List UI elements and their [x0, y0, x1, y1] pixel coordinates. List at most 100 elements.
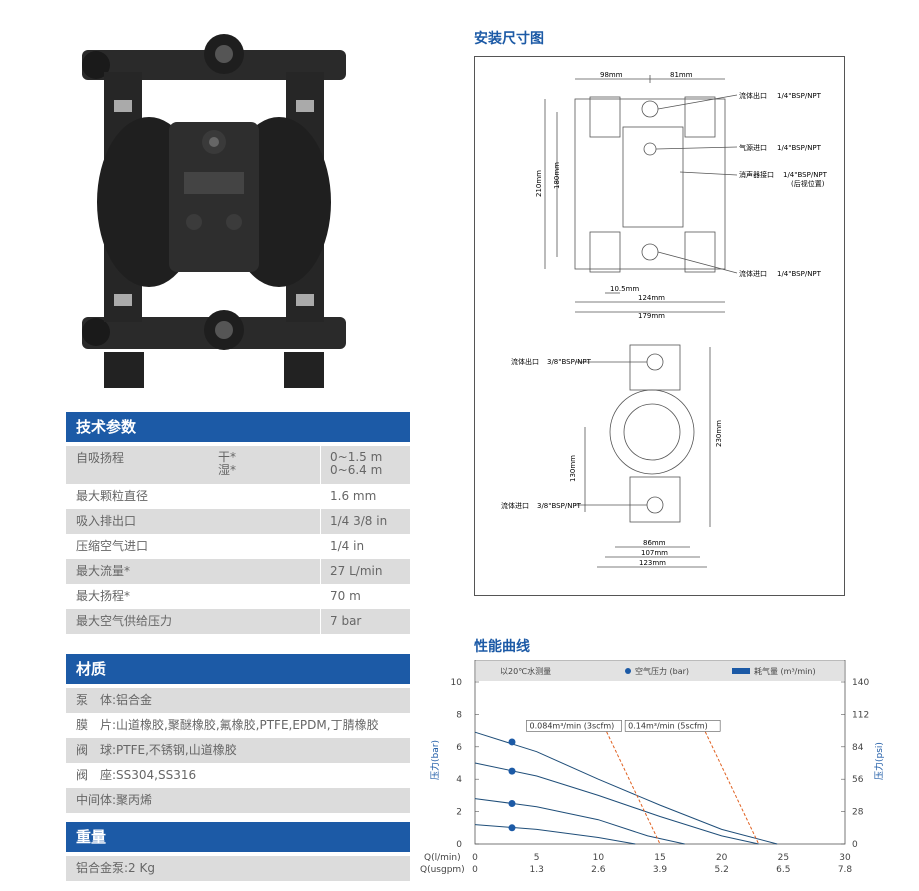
callout-fluid-out: 流体出口 — [739, 91, 767, 100]
dim-10-5: 10.5mm — [610, 285, 639, 293]
spec-label: 最大扬程* — [76, 589, 131, 603]
chart-note: 以20℃水测量 — [500, 666, 551, 676]
x-tick-usgpm: 0 — [472, 865, 478, 875]
spec-row: 最大扬程*70 m — [66, 584, 410, 609]
y-right-tick: 56 — [852, 775, 864, 785]
spec-row: 压缩空气进口 1/4 in — [66, 534, 410, 559]
performance-chart: 以20℃水测量 空气压力 (bar) 耗气量 (m³/min) 压力(bar) … — [420, 660, 885, 875]
callout-fluid-in-spec: 1/4"BSP/NPT — [777, 270, 822, 278]
y-right-tick: 140 — [852, 678, 869, 688]
callout-fluid-in-38: 流体进口 — [501, 501, 529, 510]
spec-label: 最大流量* — [76, 564, 131, 578]
legend-air-dot — [625, 668, 631, 674]
x-tick-usgpm: 7.8 — [838, 865, 853, 875]
y-right-tick: 84 — [852, 743, 864, 753]
material-item: 泵 体:铝合金 — [66, 688, 410, 713]
y-right-label: 压力(psi) — [873, 742, 885, 780]
spec-value: 7 bar — [330, 614, 362, 628]
y-left-tick: 8 — [456, 710, 462, 720]
legend-air-label: 空气压力 (bar) — [635, 666, 689, 676]
callout-fluid-out-38: 流体出口 — [511, 357, 539, 366]
spec-row: 最大流量* 27 L/min — [66, 559, 410, 584]
callout-fluid-out-38-spec: 3/8"BSP/NPT — [547, 358, 592, 366]
legend-consumption-bar — [732, 668, 750, 674]
material-item: 阀 座:SS304,SS316 — [76, 768, 197, 782]
spec-label: 吸入排出口 — [76, 514, 137, 528]
spec-dry-label: 干* — [218, 450, 237, 464]
install-title: 安装尺寸图 — [474, 31, 544, 47]
material-item: 中间体:聚丙烯 — [66, 788, 410, 813]
spec-value: 1/4 3/8 in — [330, 514, 388, 528]
dim-124: 124mm — [638, 294, 665, 302]
plot-frame — [474, 660, 846, 845]
callout-air-in-spec: 1/4"BSP/NPT — [777, 144, 822, 152]
materials-list: 泵 体:铝合金 膜 片:山道橡胶,聚醚橡胶,氟橡胶,PTFE,EPDM,丁腈橡胶… — [66, 688, 410, 813]
callout-fluid-in-38-spec: 3/8"BSP/NPT — [537, 502, 582, 510]
x-label-usgpm: Q(usgpm) — [420, 865, 465, 875]
performance-curve — [474, 798, 685, 845]
spec-wet-label: 湿* — [218, 463, 237, 477]
spec-label: 最大颗粒直径 — [76, 489, 149, 503]
air-consumption-label-box — [624, 720, 721, 732]
x-tick-lpm: 5 — [534, 853, 540, 863]
y-left-tick: 4 — [456, 775, 462, 785]
air-consumption-label: 0.084m³/min (3scfm) — [530, 721, 615, 730]
dim-98: 98mm — [600, 71, 623, 79]
weight-header: 重量 — [66, 822, 410, 852]
air-pressure-point — [508, 824, 516, 832]
x-tick-lpm: 20 — [716, 853, 728, 863]
dim-180: 180mm — [553, 162, 561, 189]
dim-179: 179mm — [638, 312, 665, 320]
spec-label: 自吸扬程 — [76, 451, 125, 465]
x-tick-lpm: 0 — [472, 853, 478, 863]
spec-row-suction: 自吸扬程 干* 湿* 0~1.5 m 0~6.4 m — [66, 446, 410, 484]
air-consumption-line — [702, 727, 760, 845]
spec-label: 压缩空气进口 — [76, 539, 149, 553]
dim-230: 230mm — [715, 420, 723, 447]
spec-row: 吸入排出口 1/4 3/8 in — [66, 509, 410, 534]
material-item: 阀 球:PTFE,不锈钢,山道橡胶 — [66, 738, 410, 763]
x-tick-lpm: 15 — [654, 853, 665, 863]
dim-123: 123mm — [639, 559, 666, 567]
x-tick-usgpm: 3.9 — [653, 865, 668, 875]
x-tick-usgpm: 1.3 — [530, 865, 544, 875]
air-pressure-point — [508, 800, 516, 807]
performance-curve — [474, 824, 636, 845]
dim-210: 210mm — [535, 170, 543, 197]
y-right-tick: 0 — [852, 840, 858, 850]
legend-band — [476, 661, 844, 681]
spec-dry-value: 0~1.5 m — [330, 450, 383, 464]
y-left-tick: 10 — [451, 678, 463, 688]
x-tick-lpm: 25 — [778, 853, 789, 863]
curve-title: 性能曲线 — [474, 639, 530, 655]
dim-86: 86mm — [643, 539, 666, 547]
callout-muffler: 消声器接口 — [739, 170, 774, 179]
air-consumption-label: 0.14m³/min (5scfm) — [628, 721, 708, 730]
spec-value: 1/4 in — [330, 539, 365, 553]
spec-value: 27 L/min — [330, 564, 383, 578]
dim-107: 107mm — [641, 549, 668, 557]
spec-wet-value: 0~6.4 m — [330, 463, 383, 477]
air-pressure-point — [508, 767, 516, 775]
performance-curve — [474, 762, 759, 845]
x-label-lpm: Q(l/min) — [424, 853, 461, 863]
y-right-tick: 28 — [852, 808, 864, 818]
pump-photo — [74, 32, 354, 392]
performance-curve — [474, 731, 778, 845]
y-left-tick: 6 — [456, 743, 462, 753]
callout-fluid-in: 流体进口 — [739, 269, 767, 278]
spec-value: 1.6 mm — [330, 489, 377, 503]
dim-81: 81mm — [670, 71, 693, 79]
x-tick-usgpm: 5.2 — [715, 865, 729, 875]
y-left-label: 压力(bar) — [429, 740, 441, 780]
callout-muffler-spec: 1/4"BSP/NPT — [783, 171, 828, 179]
x-tick-usgpm: 2.6 — [591, 865, 606, 875]
weight-list: 铝合金泵:2 Kg — [66, 856, 410, 881]
callout-fluid-out-spec: 1/4"BSP/NPT — [777, 92, 822, 100]
y-left-tick: 2 — [456, 808, 462, 818]
y-right-tick: 112 — [852, 710, 869, 720]
air-consumption-label-box — [526, 720, 622, 732]
callout-muffler-note: (后视位置) — [791, 179, 825, 188]
